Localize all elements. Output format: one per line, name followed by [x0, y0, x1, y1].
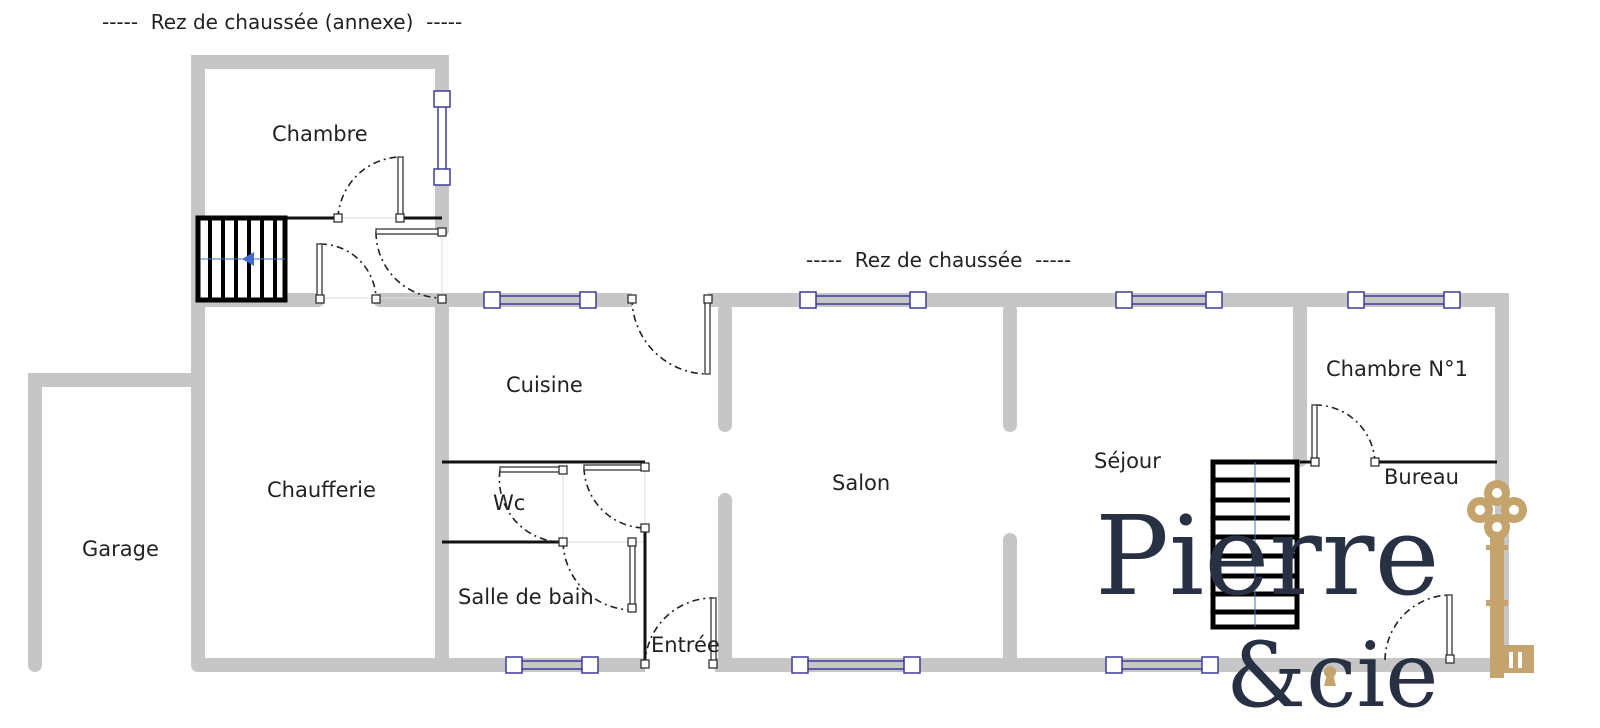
stair-arrow-icon	[1248, 553, 1262, 566]
annex-title: ----- Rez de chaussée (annexe) -----	[102, 10, 462, 34]
window	[1347, 291, 1461, 309]
room-label-salon: Salon	[832, 471, 890, 495]
room-label-wc: Wc	[493, 491, 525, 515]
keyhole-icon	[1324, 666, 1336, 686]
window	[505, 656, 599, 674]
room-label-bureau: Bureau	[1384, 465, 1459, 489]
room-label-sejour: Séjour	[1094, 449, 1161, 473]
stairs-main	[1210, 459, 1300, 630]
room-label-cuisine: Cuisine	[506, 373, 583, 397]
key-icon	[1467, 480, 1534, 678]
logo-text-line1: Pierre	[1095, 492, 1440, 620]
stairs-annex	[195, 215, 288, 303]
pierre-et-cie-logo: Pierre &cie	[1095, 480, 1534, 728]
stair-arrow-icon	[242, 252, 254, 266]
window	[433, 90, 451, 186]
partitions	[285, 216, 1497, 665]
room-label-chaufferie: Chaufferie	[267, 478, 376, 502]
room-label-chambre: Chambre	[272, 122, 368, 146]
window	[791, 656, 921, 674]
window	[1105, 656, 1219, 674]
window	[799, 291, 927, 309]
window	[1115, 291, 1223, 309]
room-label-salle-de-bain: Salle de bain	[458, 585, 594, 609]
main-floor-title: ----- Rez de chaussée -----	[806, 248, 1071, 272]
room-label-garage: Garage	[82, 537, 159, 561]
door-hinges	[315, 213, 1455, 669]
window	[483, 291, 597, 309]
windows	[433, 90, 1461, 674]
room-label-chambre-1: Chambre N°1	[1326, 357, 1468, 381]
room-label-entree: Entrée	[651, 633, 720, 657]
